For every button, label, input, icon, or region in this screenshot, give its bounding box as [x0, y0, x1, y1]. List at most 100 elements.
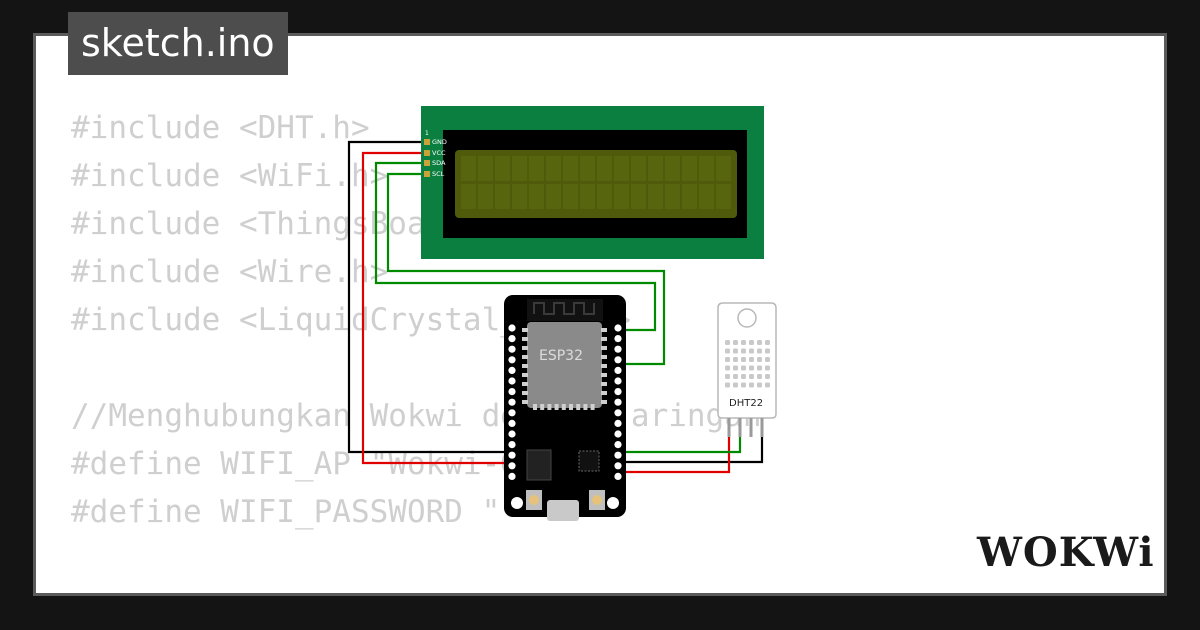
header-pin[interactable]	[508, 430, 516, 438]
header-pin[interactable]	[614, 419, 622, 427]
lcd-cell	[699, 184, 714, 209]
header-pin[interactable]	[614, 462, 622, 470]
wokwi-logo-text: WOKWi	[976, 529, 1155, 576]
wire-green-sda[interactable]	[374, 161, 657, 332]
lcd-cell	[631, 156, 646, 181]
header-pin[interactable]	[508, 441, 516, 449]
lcd-pin-vcc[interactable]: VCC	[424, 149, 446, 157]
header-pin[interactable]	[614, 377, 622, 385]
header-pin[interactable]	[508, 462, 516, 470]
pin-label: SDA	[432, 159, 446, 167]
wire-green-scl[interactable]	[386, 172, 666, 366]
vent-slot	[765, 365, 770, 371]
lcd-display[interactable]: 1 GND VCC SDA SCL	[421, 106, 764, 259]
lcd-cell	[563, 156, 578, 181]
mount-hole-icon	[511, 497, 523, 509]
header-pin[interactable]	[508, 419, 516, 427]
header-pin[interactable]	[614, 441, 622, 449]
header-pin[interactable]	[614, 409, 622, 417]
header-pin[interactable]	[508, 335, 516, 343]
wire-black-dht-gnd[interactable]	[618, 436, 764, 464]
boot-button[interactable]	[526, 490, 542, 510]
wires	[347, 140, 764, 474]
lcd-cell	[699, 156, 714, 181]
header-pin[interactable]	[614, 451, 622, 459]
header-pin[interactable]	[614, 430, 622, 438]
lcd-cell	[478, 156, 493, 181]
vent-slot	[765, 348, 770, 354]
lcd-cell	[682, 156, 697, 181]
module-pad	[561, 404, 566, 410]
header-pin[interactable]	[508, 388, 516, 396]
vent-slot	[741, 357, 746, 362]
vent-slot	[741, 374, 746, 379]
module-pad	[522, 337, 528, 341]
header-pin[interactable]	[508, 345, 516, 353]
module-pad	[522, 355, 528, 359]
header-pin[interactable]	[508, 324, 516, 332]
header-pin[interactable]	[508, 409, 516, 417]
module-pad	[522, 400, 528, 404]
header-pin[interactable]	[614, 472, 622, 480]
lcd-cell	[597, 184, 612, 209]
lcd-pin-gnd[interactable]: GND	[424, 138, 447, 146]
mount-hole-icon	[607, 497, 619, 509]
lcd-cell	[665, 184, 680, 209]
header-pin[interactable]	[614, 388, 622, 396]
wire-green-dht-data[interactable]	[618, 436, 742, 454]
lcd-pin-sda[interactable]: SDA	[424, 159, 446, 167]
dht22-sensor[interactable]: DHT22	[717, 302, 777, 437]
header-pin[interactable]	[614, 356, 622, 364]
micro-usb-port[interactable]	[547, 500, 579, 521]
vent-slot	[757, 348, 762, 354]
header-pin[interactable]	[508, 366, 516, 374]
lcd-cell	[614, 184, 629, 209]
header-pin[interactable]	[508, 377, 516, 385]
lcd-cell	[580, 156, 595, 181]
sketch-filename-badge: sketch.ino	[68, 12, 288, 75]
pin-pad	[424, 171, 430, 177]
module-pad	[547, 404, 552, 410]
header-pin[interactable]	[614, 324, 622, 332]
lcd-cell	[648, 184, 663, 209]
esp32-board[interactable]: ESP32	[504, 295, 626, 521]
antenna-trace	[533, 302, 595, 315]
vent-slot	[749, 374, 754, 379]
header-pin[interactable]	[508, 451, 516, 459]
wire-red-vcc[interactable]	[361, 151, 513, 465]
esp32-header-right	[614, 324, 622, 480]
reset-button[interactable]	[589, 490, 605, 510]
code-line: #include <DHT.h>	[71, 110, 370, 146]
vent-slot	[741, 365, 746, 371]
usb-serial-chip	[578, 450, 600, 472]
header-pin[interactable]	[508, 398, 516, 406]
vent-slot	[765, 374, 770, 379]
header-pin[interactable]	[614, 345, 622, 353]
lcd-character-grid	[461, 156, 731, 209]
wire-red-dht-vcc[interactable]	[618, 436, 731, 474]
header-pin[interactable]	[614, 366, 622, 374]
vent-slot	[757, 382, 762, 388]
header-pin[interactable]	[508, 472, 516, 480]
module-pad	[601, 364, 607, 368]
lcd-pin-scl[interactable]: SCL	[424, 170, 445, 178]
header-pin[interactable]	[614, 335, 622, 343]
vent-slot	[725, 365, 730, 371]
vent-slot	[757, 374, 762, 379]
vent-slot	[741, 382, 746, 388]
lcd-cell	[529, 156, 544, 181]
pin-pad	[424, 139, 430, 145]
module-pad	[522, 346, 528, 350]
wokwi-logo: WOKWi	[976, 529, 1155, 576]
module-pad	[569, 404, 573, 410]
header-pin[interactable]	[508, 356, 516, 364]
wire-black-gnd[interactable]	[347, 140, 513, 454]
dht22-label: DHT22	[729, 398, 763, 409]
header-pin[interactable]	[614, 398, 622, 406]
pin-label: GND	[432, 138, 447, 146]
lcd-cell	[580, 184, 595, 209]
lcd-cell	[512, 156, 527, 181]
lcd-cell	[461, 184, 476, 209]
module-pad	[522, 391, 528, 395]
